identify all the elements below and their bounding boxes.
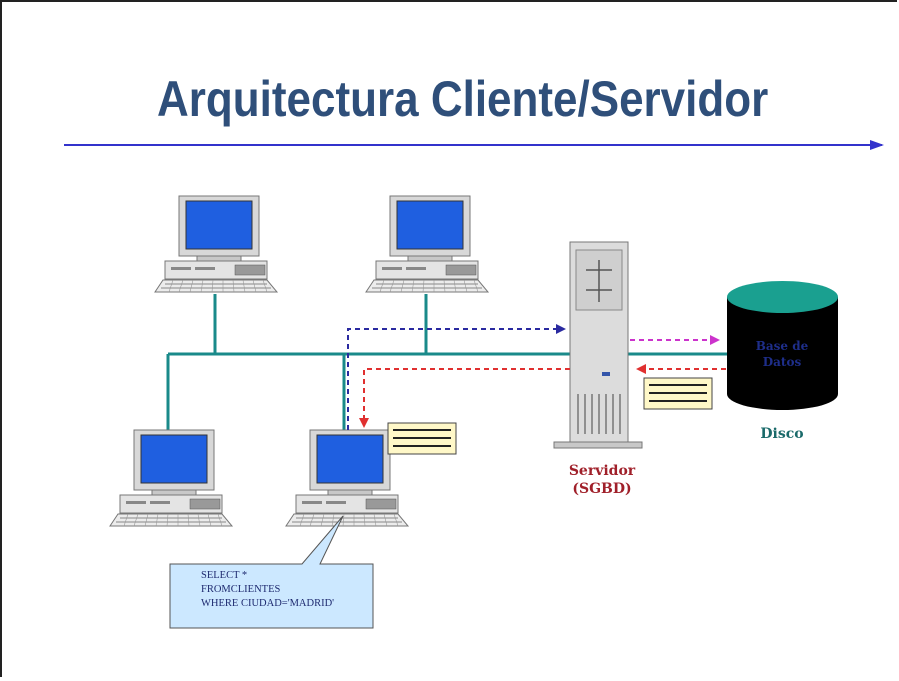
client-computer-1 xyxy=(154,195,278,293)
disk-label: Disco xyxy=(760,426,804,442)
server-tower-icon xyxy=(553,241,643,449)
server-subtitle: (SGBD) xyxy=(572,481,632,497)
query-request-arrow xyxy=(347,324,566,430)
network-lines xyxy=(166,294,727,430)
sql-query-text: SELECT * FROMCLIENTES WHERE CIUDAD='MADR… xyxy=(201,569,334,611)
sql-query-line2: FROMCLIENTES xyxy=(201,584,281,595)
result-document-icon xyxy=(643,377,713,410)
client-computer-3 xyxy=(109,429,233,527)
server-name: Servidor xyxy=(568,463,636,479)
slide-title: Arquitectura Cliente/Servidor xyxy=(157,71,769,127)
result-document-icon xyxy=(387,422,457,455)
server-label: Servidor (SGBD) xyxy=(547,462,657,498)
sql-query-line1: SELECT * xyxy=(201,570,248,581)
database-label-line1: Base de xyxy=(755,339,809,353)
result-response-arrow xyxy=(359,368,570,428)
sql-query-line3: WHERE CIUDAD='MADRID' xyxy=(201,598,335,609)
client-computer-2 xyxy=(365,195,489,293)
database-label-line2: Datos xyxy=(762,355,802,369)
speech-callout-icon xyxy=(169,515,374,629)
database-label: Base de Datos xyxy=(747,338,817,370)
database-cylinder-icon xyxy=(727,281,838,410)
